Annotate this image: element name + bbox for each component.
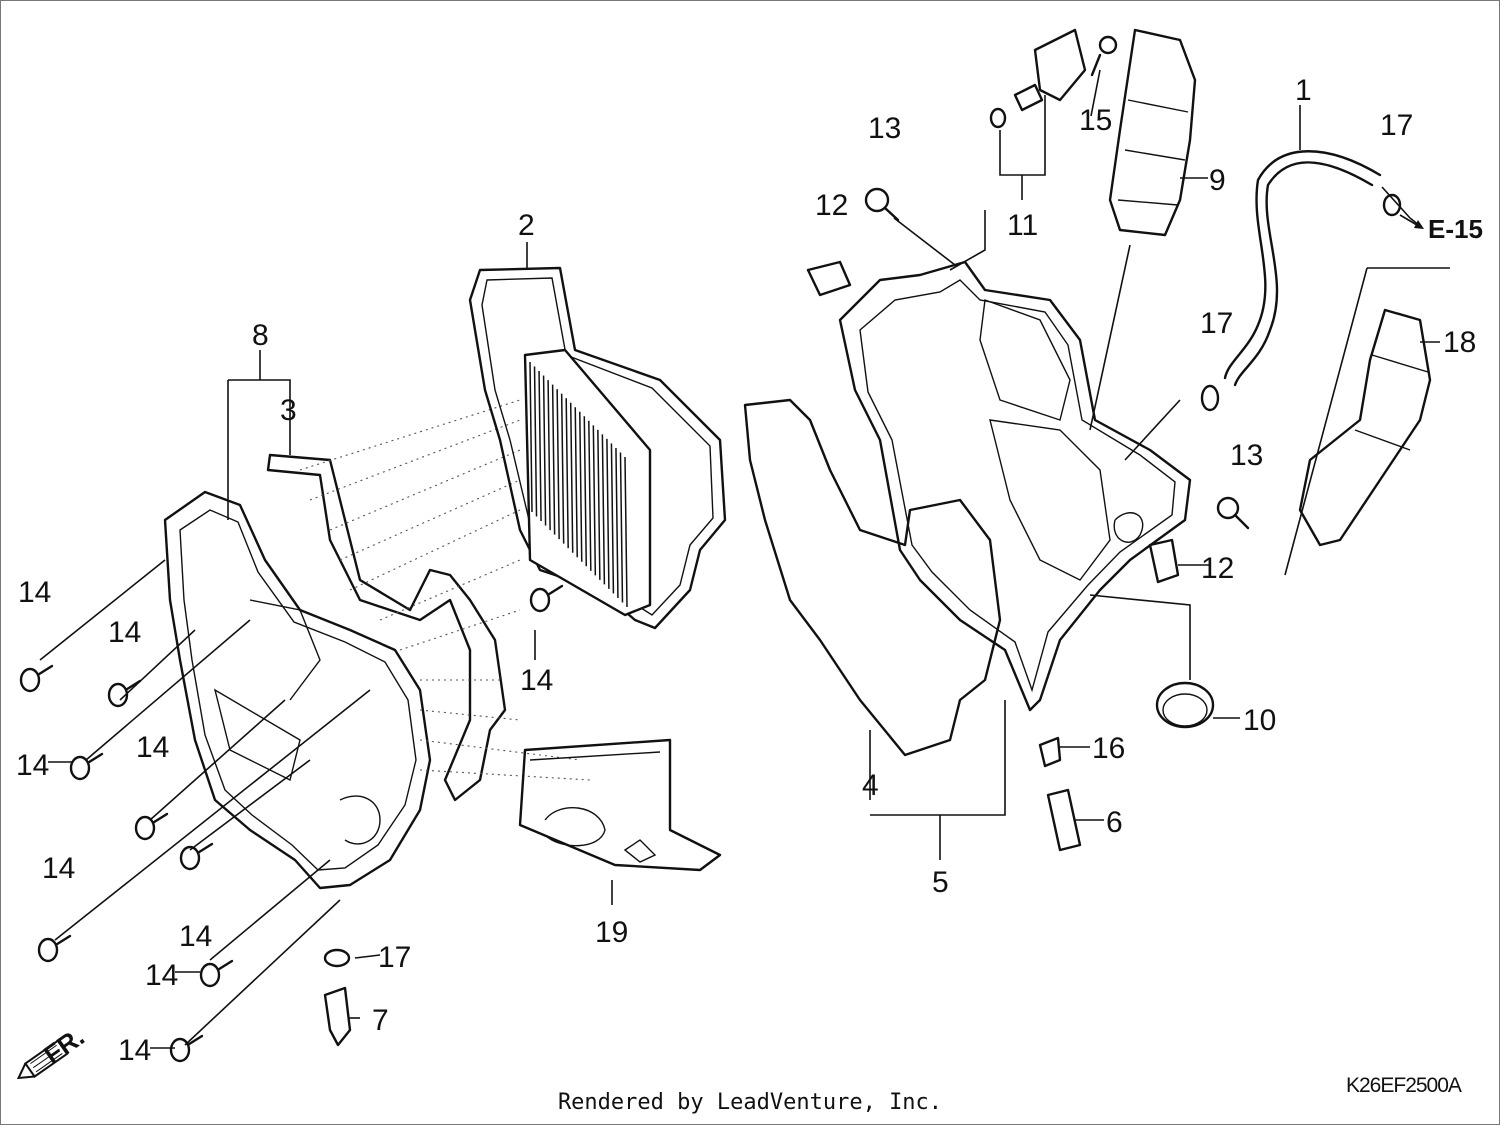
filter-pleat [565, 398, 569, 549]
grommet-12b [1148, 538, 1180, 584]
drain-plug-6 [1046, 788, 1082, 852]
callout-4: 4 [862, 769, 879, 802]
filter-pleat [574, 407, 578, 558]
drain-plug-7 [323, 986, 352, 1047]
o-ring-11 [989, 107, 1007, 129]
screw-14 [19, 664, 54, 693]
filter-pleat [551, 384, 556, 535]
footer-credit: Rendered by LeadVenture, Inc. [557, 1090, 943, 1115]
filter-pleat [592, 425, 597, 576]
callout-17-bottom: 17 [378, 941, 411, 974]
screw-14 [169, 1034, 204, 1063]
sensor-assembly [1013, 28, 1087, 112]
callout-18: 18 [1443, 326, 1476, 359]
callout-6: 6 [1106, 806, 1123, 839]
callout-13-top: 13 [868, 112, 901, 145]
callout-1: 1 [1295, 74, 1312, 107]
element-gasket [468, 266, 727, 630]
band-10 [1155, 681, 1215, 729]
screw-14 [69, 752, 104, 781]
case-gasket [743, 398, 1002, 757]
callout-14-8: 14 [118, 1034, 151, 1067]
intake-duct [1298, 308, 1432, 547]
callout-labels: 1 2 3 4 5 6 7 8 9 10 11 12 12 13 13 14 1… [16, 74, 1483, 1067]
filter-pleat [583, 416, 588, 567]
air-guide-plate [518, 738, 722, 872]
breather-tube [1223, 150, 1382, 387]
callout-17-top: 17 [1380, 109, 1413, 142]
filter-pleat [560, 393, 565, 544]
screw-14 [134, 812, 169, 841]
filter-pleat [606, 438, 610, 589]
screw-14 [107, 679, 142, 708]
clamp-17a [323, 948, 351, 968]
callout-7: 7 [372, 1004, 389, 1037]
front-arrow-icon [16, 1039, 69, 1080]
callout-13-right: 13 [1230, 439, 1263, 472]
bolt-13a [864, 187, 900, 222]
front-marker-label: FR. [38, 1021, 90, 1070]
screw-14 [37, 934, 72, 963]
filter-pleat [588, 420, 592, 571]
filter-pleat [615, 447, 619, 598]
callout-12-top: 12 [815, 189, 848, 222]
callout-11: 11 [1007, 209, 1038, 242]
filter-pleat [579, 411, 583, 562]
filter-pleat [533, 366, 538, 517]
filter-pleat [619, 452, 624, 603]
callout-2: 2 [518, 209, 535, 242]
filter-pleat [538, 371, 542, 522]
air-filter-element [523, 348, 652, 617]
callout-14-4: 14 [136, 731, 169, 764]
callout-17-mid: 17 [1200, 307, 1233, 340]
callout-10: 10 [1243, 704, 1276, 737]
air-cleaner-cover [163, 490, 432, 890]
clamp-17b [1382, 193, 1402, 217]
callout-5: 5 [932, 866, 949, 899]
bolt-15 [1090, 35, 1118, 77]
screw-14 [199, 959, 234, 988]
grommet-12a [806, 260, 852, 297]
bolt-13b [1216, 496, 1250, 530]
connecting-funnel [1108, 28, 1197, 237]
filter-pleat [610, 443, 615, 594]
screw-14 [529, 584, 564, 613]
clamp-17c [1200, 384, 1220, 412]
callout-14-6: 14 [179, 920, 212, 953]
callout-8: 8 [252, 319, 269, 352]
reference-e15: E-15 [1428, 214, 1483, 244]
callout-12-right: 12 [1201, 552, 1234, 585]
filter-pleat [556, 389, 560, 540]
callout-14-3: 14 [16, 749, 49, 782]
callout-16: 16 [1092, 732, 1125, 765]
callout-14-9: 14 [520, 664, 553, 697]
filter-pleat [597, 429, 601, 580]
air-cleaner-case [838, 260, 1192, 712]
screw-14 [179, 842, 214, 871]
cover-gasket [266, 453, 507, 802]
callout-14-2: 14 [108, 616, 141, 649]
callout-14-7: 14 [145, 959, 178, 992]
callout-15: 15 [1079, 104, 1112, 137]
filter-pleat [529, 361, 533, 513]
filter-pleat [569, 402, 574, 553]
filter-pleat [542, 375, 547, 526]
screw-group [19, 584, 564, 1063]
drawing-code: K26EF2500A [1346, 1074, 1462, 1097]
filter-pleat [601, 434, 606, 585]
alignment-dots-left [299, 399, 591, 781]
filter-pleat [547, 380, 551, 531]
clip-16 [1038, 736, 1062, 768]
callout-19: 19 [595, 916, 628, 949]
filter-pleat [624, 456, 628, 608]
reference-arrow [1399, 214, 1424, 229]
leader-lines [39, 69, 1450, 1049]
callout-14-5: 14 [42, 852, 75, 885]
callout-9: 9 [1209, 164, 1226, 197]
callout-14-1: 14 [18, 576, 51, 609]
callout-3: 3 [280, 394, 297, 427]
